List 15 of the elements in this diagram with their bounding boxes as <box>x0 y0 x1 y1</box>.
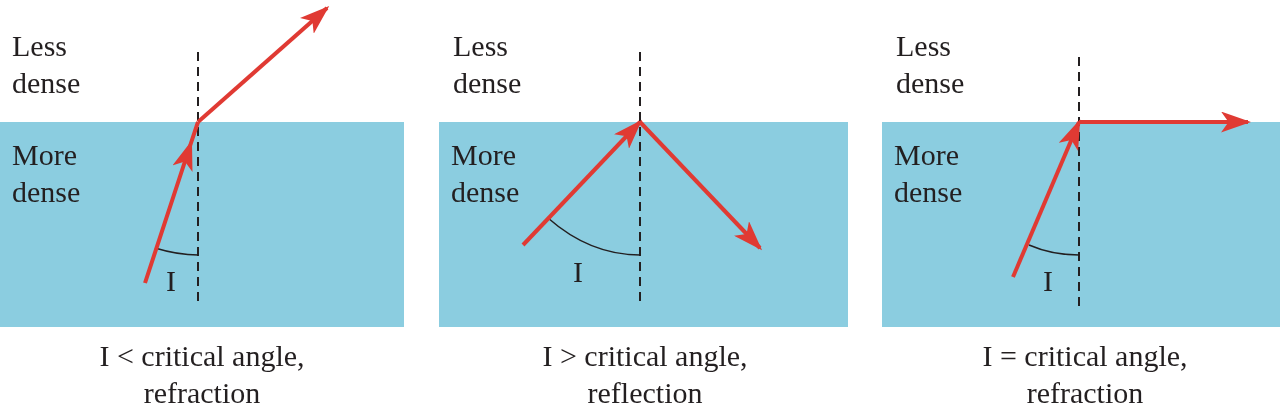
angle-label: I <box>166 263 176 299</box>
medium-label: Less dense <box>12 28 82 101</box>
medium-region <box>882 122 1280 327</box>
medium-label: More dense <box>451 137 521 210</box>
medium-region <box>439 122 848 327</box>
medium-label: More dense <box>12 137 82 210</box>
medium-label: Less dense <box>453 28 523 101</box>
panel-caption: I = critical angle, refraction <box>981 338 1189 411</box>
medium-label: More dense <box>894 137 964 210</box>
medium-region <box>0 122 404 327</box>
angle-label: I <box>1043 263 1053 299</box>
medium-label: Less dense <box>896 28 966 101</box>
angle-label: I <box>573 254 583 290</box>
panel-caption: I < critical angle, refraction <box>98 338 306 411</box>
panel-caption: I > critical angle, reflection <box>541 338 749 411</box>
